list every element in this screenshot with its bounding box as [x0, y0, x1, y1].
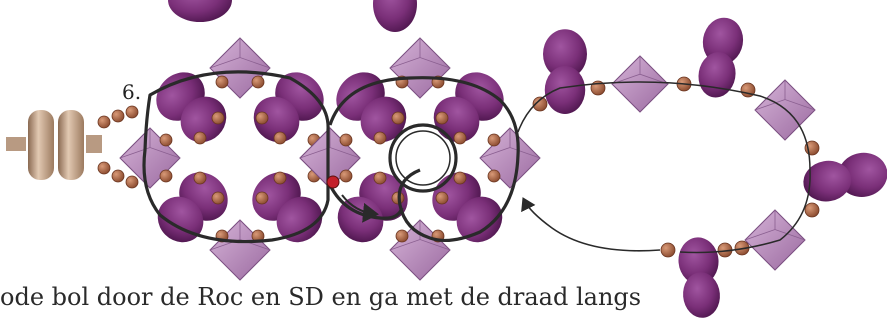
- seed-bead-icon: [373, 131, 387, 145]
- superduo-bead-icon: [543, 29, 587, 114]
- rondelle-bead-icon: [6, 110, 102, 180]
- seed-bead-icon: [111, 109, 125, 123]
- seed-bead-icon: [111, 169, 125, 183]
- seed-bead-icon: [97, 115, 111, 129]
- arrow-icon: [521, 197, 661, 252]
- seed-bead-icon: [159, 133, 173, 147]
- seed-bead-icon: [193, 131, 207, 145]
- seed-bead-icon: [125, 105, 139, 119]
- seed-bead-icon: [251, 75, 265, 89]
- thread-path: [395, 81, 811, 254]
- bicone-crystal-icon: [754, 79, 816, 141]
- step-number: 6.: [122, 80, 142, 104]
- bicone-crystal-icon: [209, 37, 271, 99]
- accent-seed-bead: [326, 175, 340, 189]
- seed-bead-icon: [435, 111, 449, 125]
- seed-bead-icon: [159, 169, 173, 183]
- seed-bead-icon: [660, 242, 676, 258]
- thread-path: [142, 70, 520, 244]
- superduo-bead-icon: [432, 172, 503, 243]
- seed-bead-icon: [391, 111, 405, 125]
- superduo-bead-icon: [373, 0, 417, 32]
- seed-bead-icon: [97, 105, 139, 189]
- seed-bead-icon: [211, 191, 225, 205]
- seed-bead-icon: [273, 171, 287, 185]
- superduo-bead-icon: [168, 0, 232, 22]
- seed-bead-icon: [125, 175, 139, 189]
- bicone-crystal-icon: [744, 209, 806, 271]
- seed-bead-icon: [453, 171, 467, 185]
- bicone-crystal-icon: [209, 219, 271, 281]
- seed-bead-icon: [487, 169, 501, 183]
- superduo-bead-icon: [252, 172, 323, 243]
- seed-bead-icon: [804, 202, 820, 218]
- superduo-bead-icon: [433, 72, 504, 143]
- seed-bead-icon: [339, 169, 353, 183]
- bead-chain-right: [532, 17, 887, 318]
- seed-bead-icon: [193, 171, 207, 185]
- seed-bead-icon: [211, 111, 225, 125]
- seed-bead-icon: [532, 96, 548, 112]
- rosette-middle: [299, 37, 541, 281]
- seed-bead-icon: [435, 191, 449, 205]
- seed-bead-icon: [215, 75, 229, 89]
- seed-bead-icon: [273, 131, 287, 145]
- seed-bead-icon: [487, 133, 501, 147]
- superduo-bead-icon: [803, 152, 887, 202]
- bicone-crystal-icon: [389, 219, 451, 281]
- seed-bead-icon: [339, 133, 353, 147]
- instruction-caption: ode bol door de Roc en SD en ga met de d…: [0, 283, 642, 311]
- seed-bead-icon: [373, 171, 387, 185]
- seed-bead-icon: [453, 131, 467, 145]
- seed-bead-icon: [97, 161, 111, 175]
- seed-bead-icon: [255, 191, 269, 205]
- superduo-bead-icon: [253, 72, 324, 143]
- bicone-crystal-icon: [389, 37, 451, 99]
- seed-bead-icon: [255, 111, 269, 125]
- seed-bead-icon: [395, 229, 409, 243]
- arrow-icon: [341, 194, 379, 223]
- superduo-bead-icon: [678, 237, 720, 318]
- bicone-crystal-icon: [611, 55, 669, 113]
- superduo-bead-icon: [157, 172, 228, 243]
